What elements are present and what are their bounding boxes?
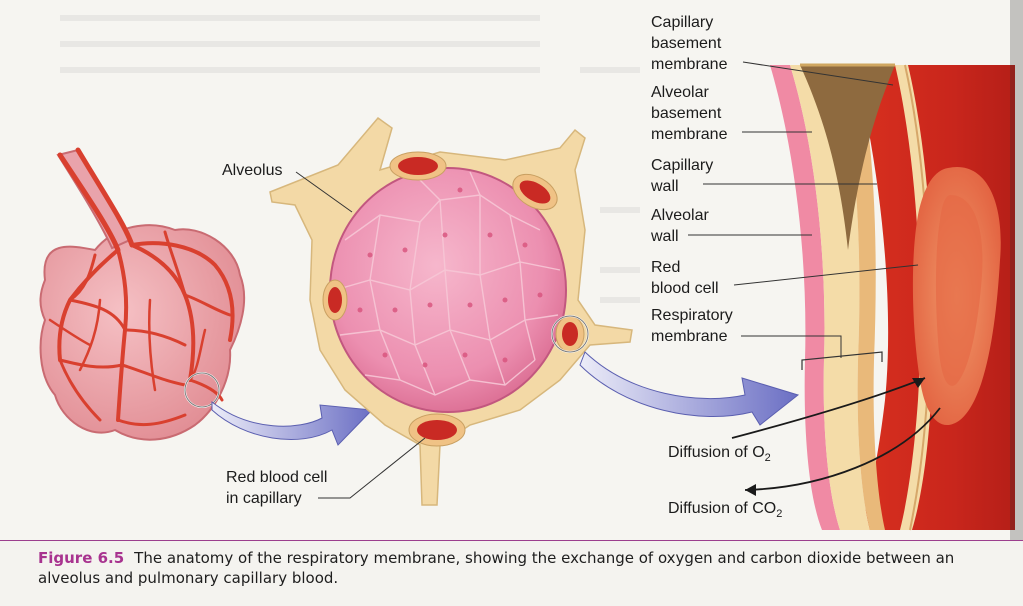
label-line: Alveolar [651, 207, 709, 224]
label-line: Capillary [651, 157, 714, 174]
figure-number: Figure 6.5 [38, 549, 125, 567]
label-line: in capillary [226, 490, 302, 507]
label-alveolus: Alveolus [222, 162, 283, 179]
label-red-blood-cell: Red blood cell [651, 257, 719, 299]
label-line: blood cell [651, 280, 719, 297]
label-diffusion-o2: Diffusion of O2 [668, 442, 771, 465]
label-text: Diffusion of O [668, 444, 765, 461]
label-line: Red [651, 259, 681, 276]
caption-rule [0, 540, 1023, 541]
label-respiratory-membrane: Respiratory membrane [651, 305, 733, 347]
label-line: membrane [651, 56, 728, 73]
label-line: basement [651, 35, 722, 52]
subscript: 2 [776, 508, 783, 520]
label-line: Red blood cell [226, 469, 328, 486]
label-text: Diffusion of CO [668, 500, 777, 517]
zoom-arrow-1 [211, 400, 374, 446]
label-line: Alveolar [651, 84, 709, 101]
leader-lines [295, 61, 919, 499]
label-line: wall [651, 178, 679, 195]
respiratory-membrane-detail [731, 63, 1015, 531]
red-blood-cell [912, 166, 1001, 426]
alveolar-cluster [39, 147, 246, 441]
caption-text: The anatomy of the respiratory membrane,… [38, 549, 955, 587]
label-alveolar-basement-membrane: Alveolar basement membrane [651, 82, 727, 145]
label-capillary-basement-membrane: Capillary basement membrane [651, 12, 727, 75]
label-line: wall [651, 228, 679, 245]
label-capillary-wall: Capillary wall [651, 155, 713, 197]
label-line: basement [651, 105, 722, 122]
capillary-cross-sections [322, 151, 585, 447]
label-rbc-in-capillary: Red blood cell in capillary [226, 467, 327, 509]
label-line: Capillary [651, 14, 714, 31]
subscript: 2 [764, 452, 771, 464]
alveolus-illustration [269, 116, 633, 506]
page-edge-shadow [1010, 0, 1023, 540]
label-line: membrane [651, 328, 728, 345]
zoom-arrow-2 [579, 351, 800, 426]
label-line: Respiratory [651, 307, 733, 324]
label-alveolar-wall: Alveolar wall [651, 205, 709, 247]
label-diffusion-co2: Diffusion of CO2 [668, 498, 782, 521]
label-line: membrane [651, 126, 728, 143]
